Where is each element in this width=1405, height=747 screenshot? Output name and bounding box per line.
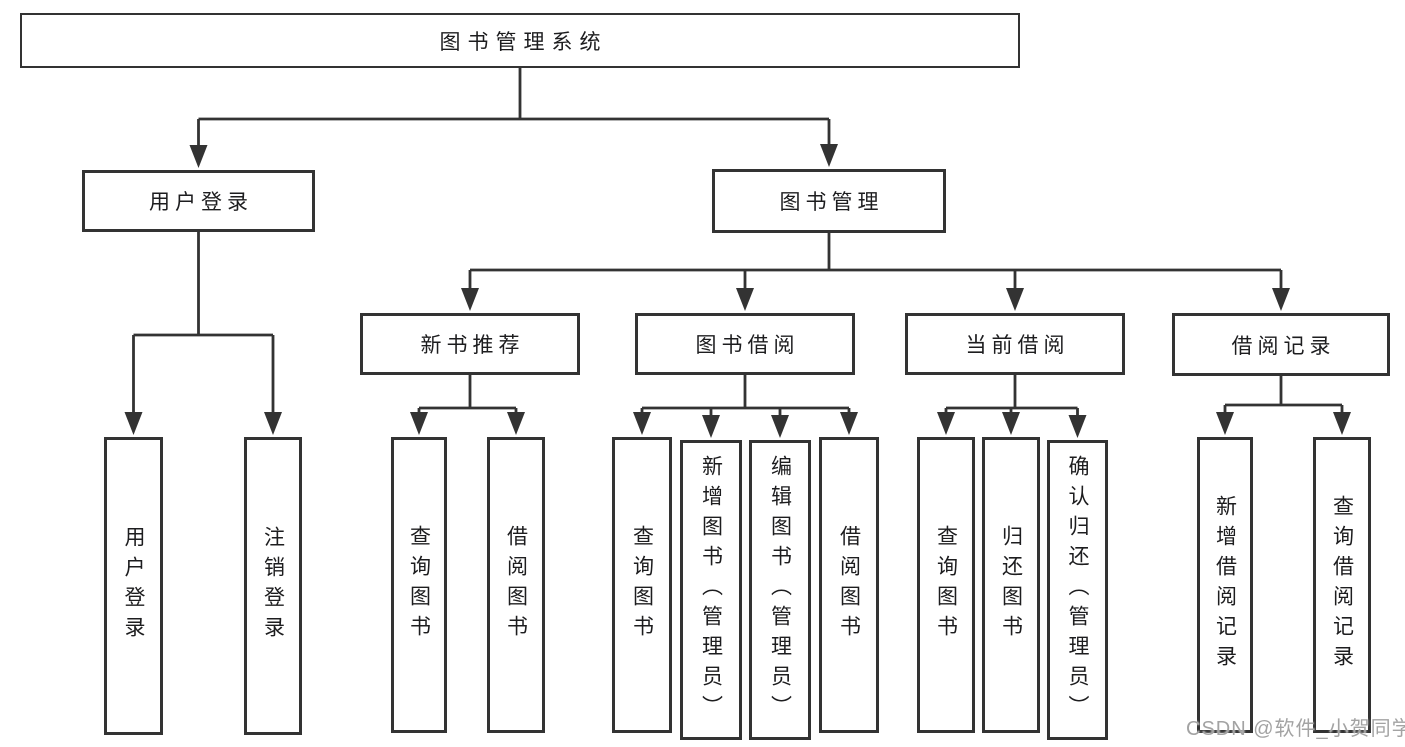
leaf-bb-add-books-admin-label: 新增图书（管理员） — [699, 455, 723, 725]
node-book-management-label: 图书管理 — [779, 191, 884, 214]
leaf-bb-query-books: 查询图书 — [612, 437, 672, 733]
node-borrowing-records: 借阅记录 — [1172, 313, 1390, 376]
leaf-nbr-query-books-label: 查询图书 — [407, 525, 431, 645]
node-book-borrowing-label: 图书借阅 — [695, 334, 800, 357]
leaf-bb-add-books-admin: 新增图书（管理员） — [680, 440, 742, 740]
node-book-management: 图书管理 — [712, 169, 946, 233]
leaf-bb-borrow-books: 借阅图书 — [819, 437, 879, 733]
leaf-nbr-query-books: 查询图书 — [391, 437, 447, 733]
node-new-book-recommend-label: 新书推荐 — [420, 334, 525, 357]
node-user-login-label: 用户登录 — [149, 191, 253, 214]
node-current-borrowing-label: 当前借阅 — [965, 334, 1070, 357]
node-user-login: 用户登录 — [82, 170, 315, 232]
leaf-cb-query-books: 查询图书 — [917, 437, 975, 733]
node-library-system: 图书管理系统 — [20, 13, 1020, 68]
leaf-cb-return-books-label: 归还图书 — [999, 525, 1023, 645]
leaf-nbr-borrow-books-label: 借阅图书 — [504, 525, 528, 645]
leaf-br-add-record: 新增借阅记录 — [1197, 437, 1253, 733]
node-new-book-recommend: 新书推荐 — [360, 313, 580, 375]
node-book-borrowing: 图书借阅 — [635, 313, 855, 375]
leaf-nbr-borrow-books: 借阅图书 — [487, 437, 545, 733]
leaf-logout-label: 注销登录 — [261, 526, 285, 646]
leaf-cb-confirm-return-admin: 确认归还（管理员） — [1047, 440, 1108, 740]
leaf-br-add-record-label: 新增借阅记录 — [1213, 495, 1237, 675]
leaf-br-query-record-label: 查询借阅记录 — [1330, 495, 1354, 675]
node-library-system-label: 图书管理系统 — [439, 30, 608, 54]
leaf-cb-confirm-return-admin-label: 确认归还（管理员） — [1066, 455, 1089, 725]
node-borrowing-records-label: 借阅记录 — [1231, 334, 1336, 358]
leaf-bb-edit-books-admin-label: 编辑图书（管理员） — [768, 455, 792, 725]
leaf-cb-return-books: 归还图书 — [982, 437, 1040, 733]
leaf-user-login: 用户登录 — [104, 437, 163, 735]
arrowhead-group — [124, 144, 1351, 438]
leaf-bb-borrow-books-label: 借阅图书 — [837, 525, 861, 645]
leaf-bb-query-books-label: 查询图书 — [630, 525, 654, 645]
node-current-borrowing: 当前借阅 — [905, 313, 1125, 375]
leaf-cb-query-books-label: 查询图书 — [934, 525, 958, 645]
leaf-br-query-record: 查询借阅记录 — [1313, 437, 1371, 733]
leaf-user-login-label: 用户登录 — [122, 526, 145, 646]
csdn-watermark: CSDN @软件_小贺同学 — [1186, 718, 1405, 740]
leaf-bb-edit-books-admin: 编辑图书（管理员） — [749, 440, 811, 740]
leaf-logout: 注销登录 — [244, 437, 302, 735]
